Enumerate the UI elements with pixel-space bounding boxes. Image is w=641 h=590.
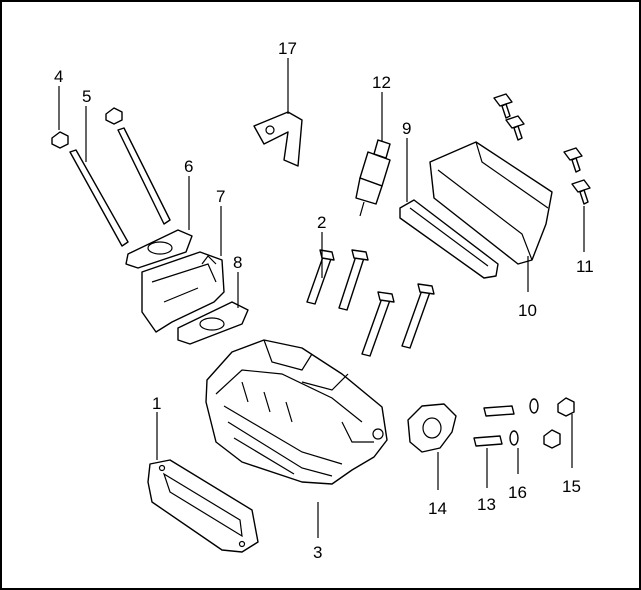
callout-6: 6 [184, 157, 193, 176]
callout-3: 3 [313, 543, 322, 562]
cover-bolts [493, 93, 591, 205]
exhaust-nuts [543, 397, 575, 449]
head-gasket [147, 459, 259, 553]
callout-labels: 1 2 3 4 5 6 7 8 9 10 11 12 13 14 15 16 1… [54, 39, 594, 562]
callout-10: 10 [518, 301, 537, 320]
callout-4: 4 [54, 67, 63, 86]
callout-12: 12 [372, 73, 391, 92]
callout-8: 8 [233, 253, 242, 272]
callout-2: 2 [317, 213, 326, 232]
callout-1: 1 [152, 394, 161, 413]
bracket [253, 111, 303, 167]
callout-7: 7 [216, 187, 225, 206]
callout-11: 11 [576, 257, 594, 276]
callout-17: 17 [278, 39, 297, 58]
callout-15: 15 [562, 477, 581, 496]
callout-13: 13 [477, 495, 496, 514]
callout-5: 5 [82, 87, 91, 106]
valve-cover [429, 141, 553, 265]
nuts [51, 107, 123, 149]
exhaust-gasket [407, 403, 457, 453]
intake-gasket [125, 229, 193, 269]
exhaust-studs [473, 405, 515, 447]
intake-manifold [141, 251, 225, 333]
valve-cover-gasket [399, 199, 499, 279]
spark-plug [355, 139, 391, 217]
callout-16: 16 [508, 483, 527, 502]
callout-9: 9 [402, 119, 411, 138]
washers [509, 398, 539, 446]
head-bolts [306, 249, 435, 357]
manifold-gasket [177, 301, 249, 345]
callout-14: 14 [428, 499, 447, 518]
studs [69, 127, 171, 247]
leader-lines [58, 58, 585, 538]
cylinder-head [205, 339, 388, 485]
